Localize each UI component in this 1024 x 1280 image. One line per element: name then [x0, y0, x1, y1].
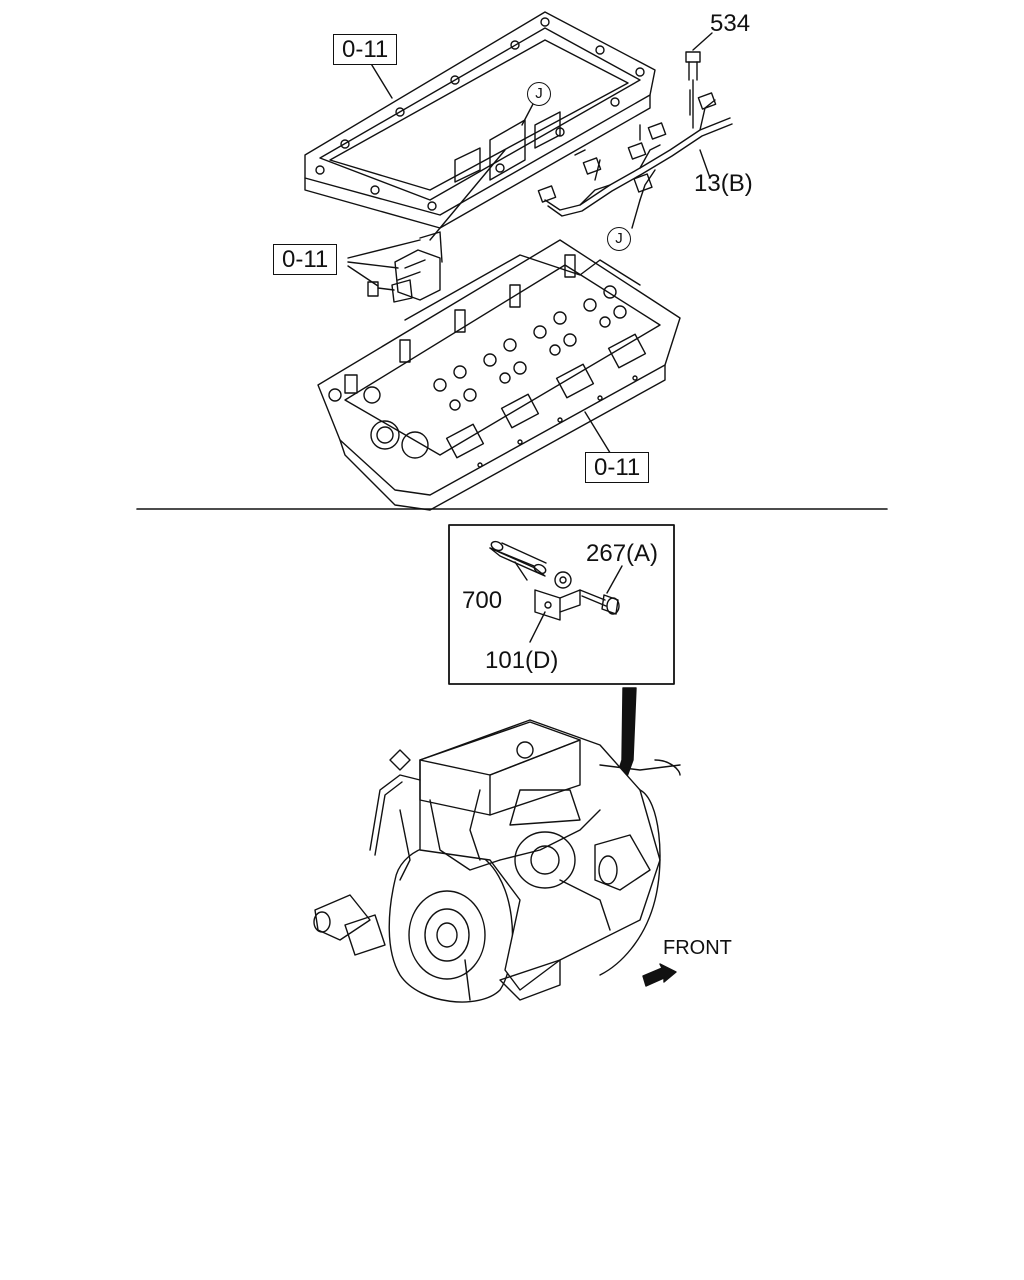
- leader-101d: [529, 611, 546, 643]
- arrow-right-icon: [642, 963, 677, 987]
- part-number-534: 534: [710, 10, 751, 37]
- leader-j-top: [521, 103, 534, 126]
- ref-label-cover: 0-11: [333, 34, 398, 65]
- part-number-267a: 267(A): [586, 540, 659, 567]
- part-number-13b: 13(B): [694, 170, 753, 197]
- part-number-700: 700: [462, 587, 503, 614]
- leader-j-cover-to-sensor: [429, 149, 506, 241]
- leader-700: [514, 561, 528, 581]
- leader-ref-head: [584, 411, 613, 457]
- leader-ref-cover: [369, 61, 393, 99]
- circle-ref-j-top: J: [527, 82, 551, 106]
- leader-sensor-b: [347, 261, 399, 269]
- leader-267a: [606, 565, 623, 594]
- injector-harness: [537, 89, 733, 229]
- leader-13b: [699, 149, 711, 179]
- leader-sensor-c: [347, 265, 379, 287]
- ref-label-head: 0-11: [585, 452, 650, 483]
- leader-sensor-a: [347, 239, 421, 259]
- engine-assembly: [313, 719, 681, 1003]
- detail-parts: [489, 540, 620, 621]
- sensor-assembly: [367, 231, 443, 303]
- front-label: FRONT: [663, 937, 732, 959]
- part-number-101d: 101(D): [485, 647, 559, 674]
- circle-ref-j-bottom: J: [607, 227, 631, 251]
- detail-box: [448, 524, 675, 685]
- ref-label-sensor: 0-11: [273, 244, 338, 275]
- cylinder-head: [317, 239, 681, 511]
- bolt-534: [685, 32, 713, 129]
